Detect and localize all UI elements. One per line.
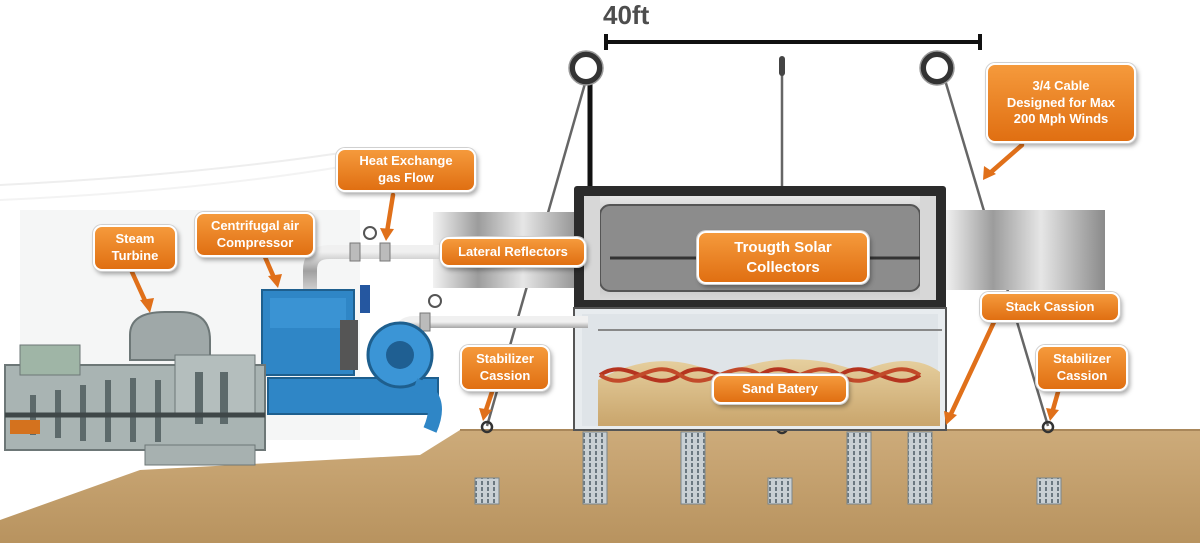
background-swoosh [0,149,361,186]
callout-steam-turbine: Steam Turbine [93,225,177,271]
sand-battery-container [573,307,947,431]
callout-sand-battery: Sand Batery [712,374,848,404]
callout-cable: 3/4 Cable Designed for Max 200 Mph Winds [986,63,1136,143]
callout-trough-solar-collectors: Trougth Solar Collectors [697,231,869,284]
shackle-rings [480,50,1055,435]
callout-stack-cassion: Stack Cassion [980,292,1120,322]
callout-heat-exchange: Heat Exchange gas Flow [336,148,476,192]
callout-lateral-reflectors: Lateral Reflectors [440,237,586,267]
centrifugal-compressor [261,285,442,433]
cable-top [779,56,785,76]
background-swoosh [0,159,381,201]
callout-centrifugal-compressor: Centrifugal air Compressor [195,212,315,257]
steam-turbine [4,311,266,466]
callout-stabilizer-cassion-left: Stabilizer Cassion [460,345,550,391]
dimension-bar [604,34,982,50]
callout-stabilizer-cassion-right: Stabilizer Cassion [1036,345,1128,391]
caisson-piles [474,431,1062,505]
dimension-label: 40ft [603,0,650,30]
lateral-reflector-right [945,210,1105,290]
callout-arrowheads [140,166,1059,425]
